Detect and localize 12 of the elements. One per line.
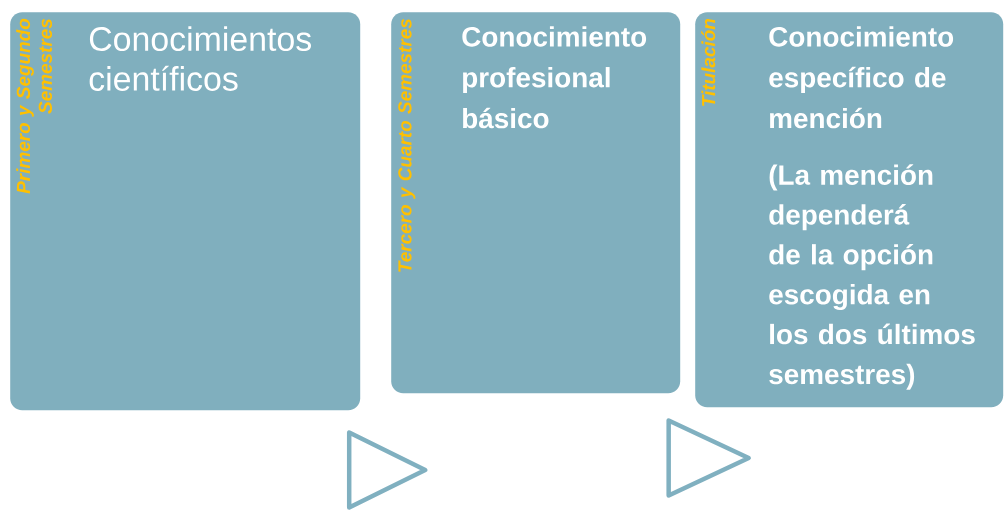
semester-label: Titulación xyxy=(701,18,716,106)
semester-label: Tercero y Cuarto Semestres xyxy=(398,18,416,272)
stage-card xyxy=(10,12,361,411)
card-body: (La mención dependerá de la opción escogida en los dos últimos semestres) xyxy=(769,164,975,390)
card-title: Conocimientos científicos xyxy=(89,26,311,91)
card-title: Conocimiento profesional básico xyxy=(462,26,647,129)
stage-card xyxy=(695,12,1004,408)
triangle-shape xyxy=(666,418,751,498)
card-title: Conocimiento específico de mención xyxy=(769,26,954,129)
stage-card xyxy=(391,12,681,394)
triangle-shape xyxy=(346,430,428,510)
semester-label: Primero y Segundo Semestres xyxy=(16,18,53,194)
